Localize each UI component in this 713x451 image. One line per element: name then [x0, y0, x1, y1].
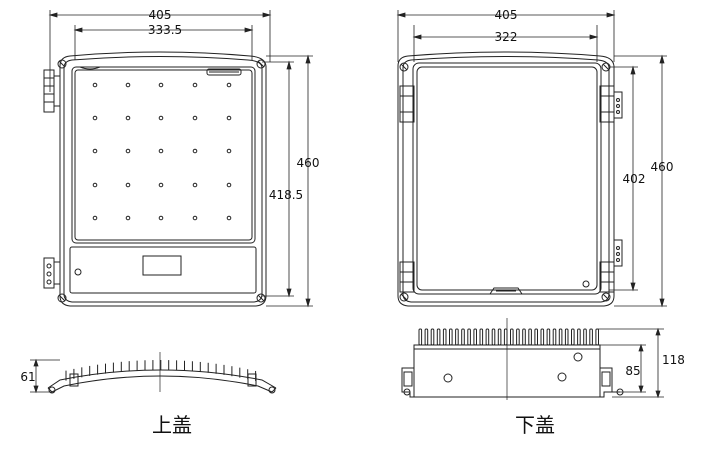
- heat-fin: [436, 328, 441, 346]
- top-cover-latch: [43, 257, 61, 289]
- top-cover-side-height-label: 61: [20, 370, 35, 384]
- heat-fin: [430, 328, 435, 346]
- top-cover-window-inner: [74, 69, 253, 241]
- bottom-cover-fins: [418, 328, 600, 346]
- heat-fin: [424, 328, 429, 346]
- heat-fin: [479, 328, 484, 346]
- mounting-hole: [226, 115, 232, 121]
- top-cover-hinge: [43, 69, 61, 113]
- heat-fin: [552, 328, 557, 346]
- top-cover-inner-height-label: 418.5: [269, 188, 303, 202]
- top-cover-window: [71, 66, 256, 244]
- top-cover-inner-outline: [63, 56, 263, 303]
- heat-fin: [558, 328, 563, 346]
- top-cover-fins: [65, 360, 257, 381]
- heat-fin: [528, 328, 532, 346]
- heat-fin: [534, 328, 539, 346]
- mounting-hole: [125, 182, 131, 188]
- mounting-hole: [226, 148, 232, 154]
- bottom-cover-left-hinges: [399, 85, 415, 293]
- top-cover-slot: [206, 68, 242, 76]
- bottom-cover-side-height-label: 118: [662, 353, 685, 367]
- top-cover-lower-panel: [69, 246, 257, 294]
- top-cover-height-label: 460: [297, 156, 320, 170]
- mounting-hole: [158, 115, 164, 121]
- top-cover-screw: [74, 268, 82, 276]
- heat-fin: [455, 328, 459, 346]
- heat-fin: [540, 328, 545, 346]
- heat-fin: [589, 328, 593, 346]
- mounting-hole: [158, 82, 164, 88]
- heat-fin: [522, 328, 526, 346]
- heat-fin: [571, 328, 575, 346]
- mounting-hole: [92, 82, 98, 88]
- top-cover-inner-width-label: 333.5: [148, 23, 182, 37]
- mounting-hole: [125, 148, 131, 154]
- mounting-hole: [92, 115, 98, 121]
- mounting-hole: [158, 182, 164, 188]
- mounting-hole: [158, 148, 164, 154]
- mounting-hole: [192, 215, 198, 221]
- mounting-hole: [192, 115, 198, 121]
- top-cover-dimensions: [48, 10, 313, 308]
- mounting-hole: [125, 215, 131, 221]
- heat-fin: [461, 328, 465, 346]
- bottom-cover-notch: [489, 287, 523, 295]
- heat-fin: [595, 328, 600, 346]
- bottom-cover-inner-height-label: 402: [623, 172, 646, 186]
- heat-fin: [442, 328, 447, 346]
- top-cover-corner-screws: [57, 59, 266, 303]
- top-cover-side-view: [30, 352, 277, 394]
- bottom-cover-inner-width-label: 322: [495, 30, 518, 44]
- top-cover-width-label: 405: [149, 8, 172, 22]
- top-cover-label-plate: [142, 255, 182, 276]
- top-cover-caption: 上盖: [152, 413, 192, 437]
- bottom-cover-corner-screws: [399, 62, 611, 302]
- mounting-hole: [92, 182, 98, 188]
- mounting-hole: [226, 215, 232, 221]
- bottom-cover-outline: [397, 51, 615, 307]
- bottom-cover-right-hinges: [599, 85, 623, 293]
- bottom-cover-inner-outline: [402, 56, 610, 303]
- bottom-cover-dimensions: [396, 10, 667, 308]
- bottom-cover-side-view: [401, 318, 664, 400]
- heat-fin: [491, 328, 496, 346]
- heat-fin: [449, 328, 453, 346]
- heat-fin: [418, 328, 423, 346]
- bottom-cover-width-label: 405: [495, 8, 518, 22]
- bottom-cover-front-view: [396, 10, 667, 308]
- top-cover-hole-grid: [92, 82, 232, 221]
- heat-fin: [546, 328, 551, 346]
- heat-fin: [564, 328, 569, 346]
- heat-fin: [497, 328, 502, 346]
- bottom-cover-cavity-inner: [416, 66, 598, 291]
- mounting-hole: [125, 82, 131, 88]
- mounting-hole: [158, 215, 164, 221]
- mounting-hole: [92, 215, 98, 221]
- top-cover-profile: [47, 369, 277, 389]
- bottom-cover-cavity: [412, 62, 602, 295]
- bottom-cover-caption: 下盖: [515, 413, 555, 437]
- heat-fin: [516, 328, 520, 346]
- mounting-hole: [226, 82, 232, 88]
- heat-fin: [510, 328, 514, 346]
- mounting-hole: [192, 182, 198, 188]
- mounting-hole: [92, 148, 98, 154]
- heat-fin: [485, 328, 490, 346]
- heat-fin: [583, 328, 587, 346]
- mounting-hole: [192, 148, 198, 154]
- heat-fin: [467, 328, 471, 346]
- mounting-hole: [125, 115, 131, 121]
- heat-fin: [503, 328, 508, 346]
- heat-fin: [577, 328, 581, 346]
- mounting-hole: [226, 182, 232, 188]
- top-cover-outline: [59, 51, 267, 307]
- heat-fin: [473, 328, 477, 346]
- top-cover-front-view: [43, 10, 313, 308]
- mounting-hole: [192, 82, 198, 88]
- bottom-cover-side-inner-height-label: 85: [625, 364, 640, 378]
- bottom-cover-height-label: 460: [651, 160, 674, 174]
